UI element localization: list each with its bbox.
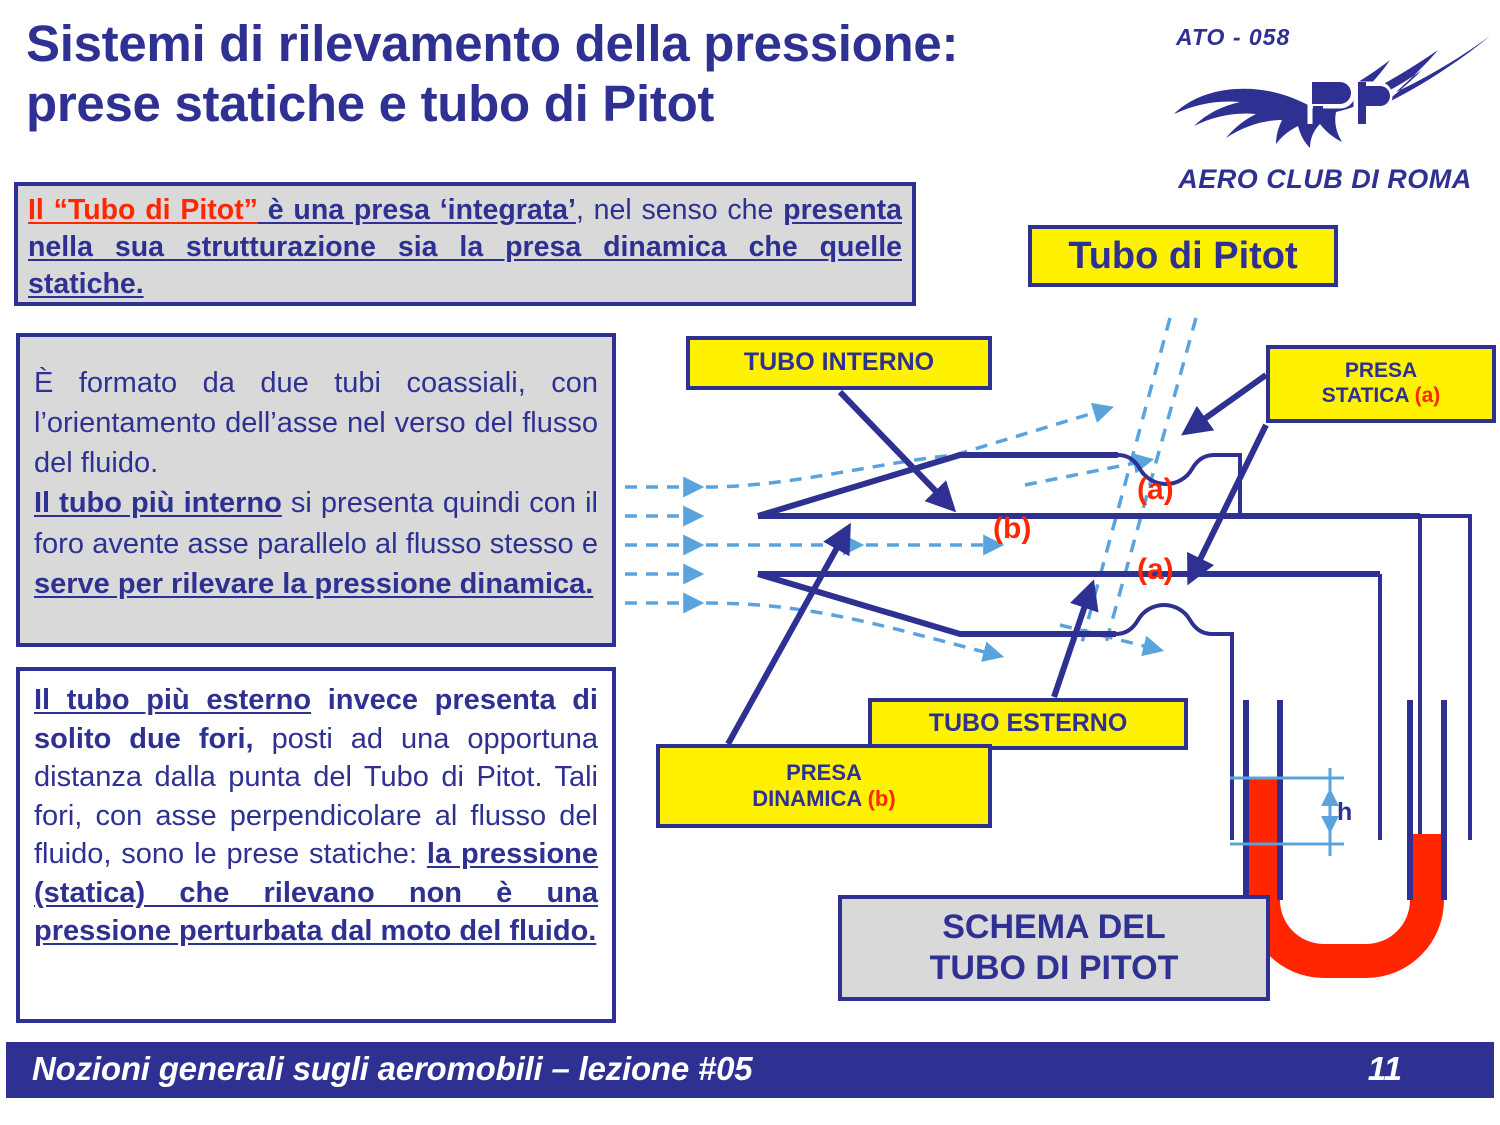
manometer-h-label: h	[1337, 798, 1353, 826]
h-dimension	[1230, 768, 1344, 856]
outer-tube-text-box: Il tubo più esterno invece presenta di s…	[16, 667, 616, 1023]
aero-club-logo: ATO - 058 AERO CLUB DI ROMA	[1160, 14, 1490, 204]
marker-a-lower: (a)	[1137, 553, 1174, 586]
mid-paragraph-2: Il tubo più interno si presenta quindi c…	[34, 483, 598, 603]
ext-bold-underlined: Il tubo più esterno	[34, 684, 312, 716]
mid-bold-1: Il tubo più interno	[34, 487, 282, 520]
pitot-tube-badge: Tubo di Pitot	[1028, 225, 1338, 287]
mid-plain-2: si presenta quindi con il foro avente as…	[34, 487, 598, 560]
page-title-line1: Sistemi di rilevamento della pressione:	[26, 15, 959, 72]
mid-paragraph-1: È formato da due tubi coassiali, con l’o…	[34, 363, 598, 483]
label-presa-statica-tag: (a)	[1414, 384, 1441, 407]
label-presa-dinamica: PRESA DINAMICA (b)	[656, 744, 992, 828]
intro-bold-segment: è una presa ‘integrata’	[257, 194, 576, 226]
label-presa-dinamica-line1: PRESA	[786, 760, 862, 786]
inner-tube-text-box: È formato da due tubi coassiali, con l’o…	[16, 333, 616, 647]
footer-course-title: Nozioni generali sugli aeromobili – lezi…	[32, 1050, 753, 1087]
label-presa-statica-line2: STATICA	[1321, 384, 1415, 407]
intro-plain-segment: , nel senso che	[575, 194, 784, 226]
schema-caption-line2: TUBO DI PITOT	[929, 949, 1179, 987]
schema-caption: SCHEMA DEL TUBO DI PITOT	[838, 895, 1270, 1001]
pitot-tube-badge-label: Tubo di Pitot	[1068, 234, 1298, 277]
intro-paragraph: Il “Tubo di Pitot” è una presa ‘integrat…	[28, 192, 902, 302]
label-presa-dinamica-tag: (b)	[867, 786, 896, 811]
intro-text-box: Il “Tubo di Pitot” è una presa ‘integrat…	[14, 182, 916, 306]
ext-paragraph: Il tubo più esterno invece presenta di s…	[34, 681, 598, 951]
marker-a-upper: (a)	[1137, 473, 1174, 506]
logo-club-name: AERO CLUB DI ROMA	[1178, 164, 1472, 194]
footer-page-number: 11	[1367, 1050, 1402, 1087]
mid-bold-2: serve per rilevare la pressione dinamica…	[34, 567, 594, 600]
eagle-icon	[1174, 36, 1490, 148]
label-tubo-esterno-text: TUBO ESTERNO	[928, 709, 1128, 738]
ext-bold-1b: invece presenta di solito due fori,	[34, 684, 598, 755]
intro-red-segment: Il “Tubo di Pitot”	[28, 194, 258, 226]
page-title: Sistemi di rilevamento della pressione: …	[26, 14, 1146, 134]
intro-bold-segment-2: presenta nella sua strutturazione sia la…	[28, 194, 902, 300]
label-presa-statica-line1: PRESA	[1344, 359, 1418, 383]
label-tubo-interno: TUBO INTERNO	[686, 336, 992, 390]
label-leader-lines	[725, 372, 1269, 746]
page-title-line2: prese statiche e tubo di Pitot	[26, 75, 715, 133]
mid-plain-1: È formato da due tubi coassiali, con l’o…	[34, 367, 598, 480]
label-presa-statica: PRESA STATICA (a)	[1266, 345, 1496, 423]
label-presa-dinamica-line2: DINAMICA	[752, 786, 868, 811]
marker-b: (b)	[993, 512, 1032, 545]
slide-footer: Nozioni generali sugli aeromobili – lezi…	[6, 1042, 1494, 1098]
logo-ato-code: ATO - 058	[1176, 24, 1291, 50]
flow-streamlines	[625, 402, 1115, 662]
ext-plain: posti ad una opportuna distanza dalla pu…	[34, 722, 598, 871]
schema-caption-line1: SCHEMA DEL	[942, 908, 1166, 947]
label-tubo-esterno: TUBO ESTERNO	[868, 698, 1188, 750]
ext-bold-2: la pressione (statica) che rilevano non …	[34, 838, 598, 948]
label-tubo-interno-text: TUBO INTERNO	[743, 348, 935, 377]
